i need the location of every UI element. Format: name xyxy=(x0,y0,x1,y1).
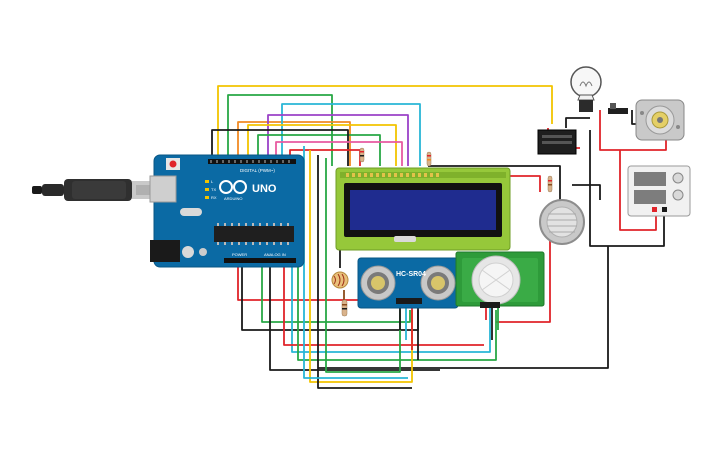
ultrasonic-sensor-hcsr04: HC-SR04 xyxy=(357,257,459,309)
usb-jack xyxy=(149,175,177,203)
slide-switch xyxy=(608,103,628,114)
usb-cable-neck xyxy=(42,184,64,196)
board-sub: ARDUINO xyxy=(224,196,242,201)
board-brand: UNO xyxy=(252,183,277,195)
pir-motion-sensor xyxy=(455,251,545,308)
resistor-ldr xyxy=(341,299,348,317)
wire-red-lamp-motor xyxy=(599,110,667,151)
wire-green-bottom-2 xyxy=(297,262,497,361)
reset-button xyxy=(169,160,177,168)
led-rx-label: RX xyxy=(211,195,217,200)
wire-red-supply xyxy=(619,150,657,231)
psu-display-1 xyxy=(634,172,666,186)
lcd-screen xyxy=(350,190,496,230)
wire-black-gas xyxy=(572,184,601,200)
wire-green-2 xyxy=(257,134,381,166)
wire-yellow-lamp xyxy=(217,85,553,158)
photoresistor xyxy=(331,271,349,289)
power-label: POWER xyxy=(232,252,247,257)
arduino-logo-icon xyxy=(219,180,247,194)
psu-knob-2 xyxy=(672,189,684,201)
wire-cyan-bottom xyxy=(291,262,491,353)
psu-terminal-neg xyxy=(662,207,667,212)
resistor-lcd-2 xyxy=(426,151,432,167)
usb-cable xyxy=(32,179,160,201)
wire-black-relay xyxy=(565,117,590,128)
psu-display-2 xyxy=(634,190,666,204)
wire-black-1 xyxy=(211,129,349,166)
analog-header xyxy=(224,258,296,263)
wire-yellow-2 xyxy=(247,124,397,166)
wire-cyan-1 xyxy=(281,103,421,166)
lcd-foot xyxy=(394,236,416,242)
us-label: HC-SR04 xyxy=(396,271,426,278)
dc-motor xyxy=(635,99,685,141)
light-bulb-icon xyxy=(570,66,602,112)
wire-green-bottom-1 xyxy=(261,262,411,323)
wire-purple-1 xyxy=(267,114,409,166)
capacitor-2 xyxy=(199,248,207,256)
lcd-header-strip xyxy=(340,172,506,178)
resistor-lcd-1 xyxy=(359,147,365,163)
lcd-display xyxy=(335,167,511,251)
dc-power-supply xyxy=(627,165,691,217)
analog-label: ANALOG IN xyxy=(264,252,286,257)
led-rx xyxy=(205,196,209,199)
power-jack xyxy=(150,240,180,262)
wire-black-lcd-relay xyxy=(428,165,561,200)
gas-sensor xyxy=(539,199,585,245)
led-tx xyxy=(205,188,209,191)
led-tx-label: TX xyxy=(211,187,216,192)
resistor-gas xyxy=(547,175,553,193)
led-l-label: L xyxy=(211,179,214,184)
led-l xyxy=(205,180,209,183)
usb-cable-tail xyxy=(32,186,42,194)
bulb-base xyxy=(579,100,593,112)
wire-red-bottom-1 xyxy=(237,262,360,301)
wire-pink-1 xyxy=(275,141,403,166)
wire-red-gas xyxy=(496,240,551,323)
relay xyxy=(537,129,577,155)
wire-orange-1 xyxy=(237,121,351,166)
atmega-chip xyxy=(214,226,294,242)
psu-terminal-pos xyxy=(652,207,657,212)
wire-black-bottom-right xyxy=(318,246,609,369)
crystal xyxy=(180,208,202,216)
wire-black-supply xyxy=(589,130,665,247)
wire-black-bottom-2 xyxy=(269,262,440,371)
wire-black-long xyxy=(317,155,412,389)
arduino-uno-board: L TX RX UNO ARDUINO DIGITAL (PWM~) POWER… xyxy=(149,154,305,268)
digital-label: DIGITAL (PWM~) xyxy=(240,168,275,173)
capacitor-1 xyxy=(182,246,194,258)
wire-green-long xyxy=(325,158,401,373)
psu-knob-1 xyxy=(672,172,684,184)
